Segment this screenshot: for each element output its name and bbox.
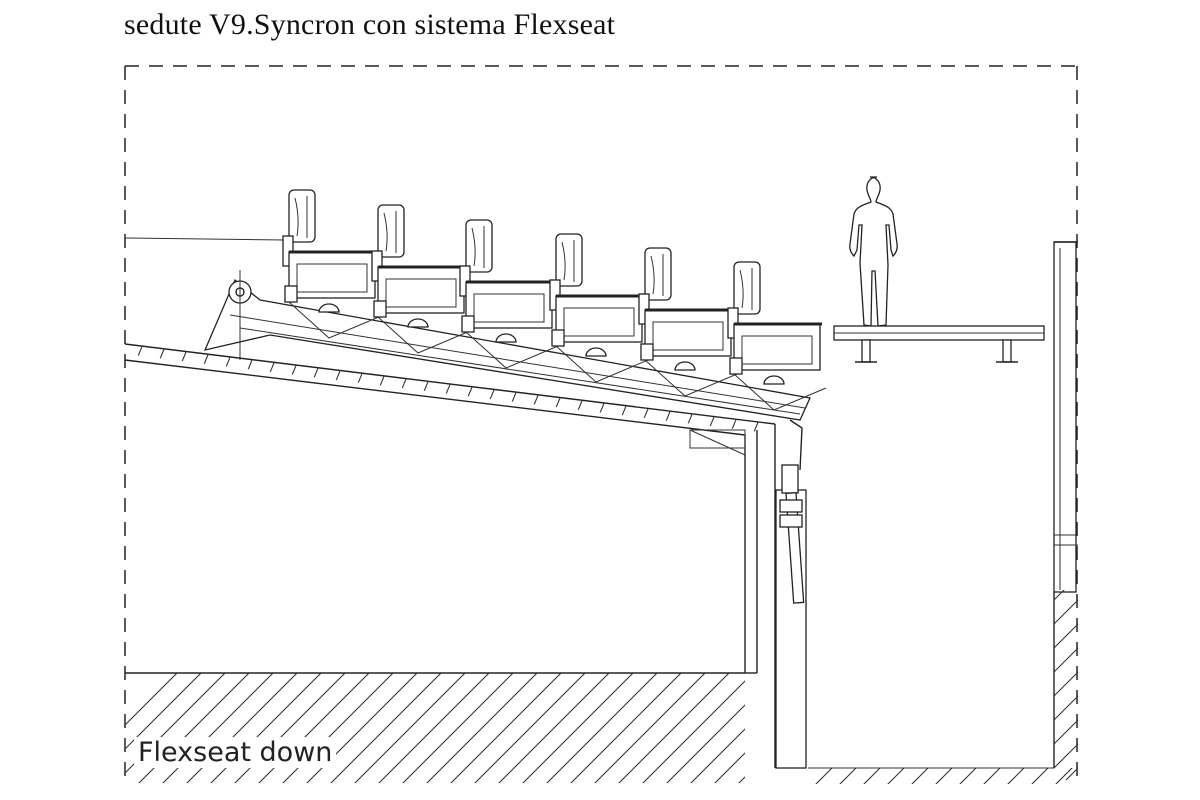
walkway-platform bbox=[833, 325, 1045, 363]
flexseat-actuator bbox=[775, 419, 807, 769]
state-caption: Flexseat down bbox=[134, 737, 337, 768]
ground-slab bbox=[125, 672, 1073, 784]
seat-row bbox=[459, 219, 559, 369]
seat-row bbox=[727, 261, 827, 411]
person-figure bbox=[849, 176, 898, 327]
side-wall bbox=[1053, 241, 1078, 780]
drawing-title: sedute V9.Syncron con sistema Flexseat bbox=[124, 8, 616, 41]
seat-row bbox=[371, 204, 471, 354]
lower-wall bbox=[744, 430, 758, 674]
seat-row bbox=[638, 247, 738, 397]
dashed-frame bbox=[124, 65, 1078, 785]
seat-rows bbox=[282, 189, 827, 411]
tilting-beam bbox=[124, 237, 811, 421]
seat-row bbox=[549, 233, 649, 383]
seat-row bbox=[282, 189, 382, 339]
